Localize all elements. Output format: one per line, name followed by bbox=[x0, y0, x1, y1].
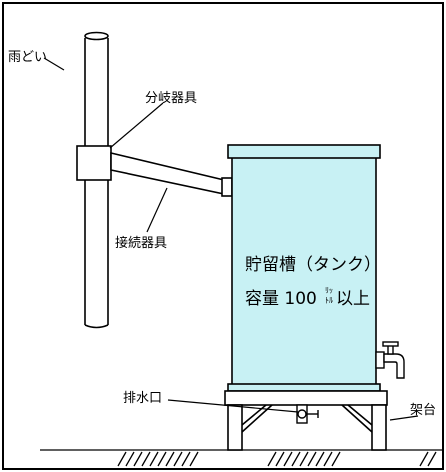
drain-valve-icon bbox=[296, 404, 319, 424]
leader-stand bbox=[389, 415, 419, 421]
leader-lines bbox=[43, 57, 419, 421]
downspout-pipe bbox=[84, 31, 109, 329]
leader-branch-fitting bbox=[109, 102, 164, 149]
label-capacity-unit-bottom: ﾄﾙ bbox=[325, 296, 333, 305]
ground bbox=[40, 449, 443, 467]
label-tank-title: 貯留槽（タンク） bbox=[245, 255, 381, 275]
leader-downspout bbox=[43, 57, 65, 71]
label-connector-fitting: 接続器具 bbox=[115, 235, 167, 251]
label-stand: 架台 bbox=[410, 403, 436, 418]
leader-drain-outlet bbox=[167, 399, 299, 413]
storage-tank bbox=[227, 144, 381, 392]
label-capacity-suffix: 以上 bbox=[336, 289, 370, 309]
label-drain-outlet: 排水口 bbox=[123, 391, 162, 406]
label-branch-fitting: 分岐器具 bbox=[145, 91, 197, 106]
label-downspout: 雨どい bbox=[8, 50, 47, 65]
label-capacity-prefix: 容量 100 bbox=[245, 289, 317, 309]
faucet-icon bbox=[375, 341, 405, 379]
leader-connector-fitting bbox=[146, 187, 168, 233]
label-capacity-unit-top: ﾘｯ bbox=[325, 286, 333, 295]
connector-pipe bbox=[110, 151, 233, 197]
branch-fitting bbox=[76, 145, 112, 181]
